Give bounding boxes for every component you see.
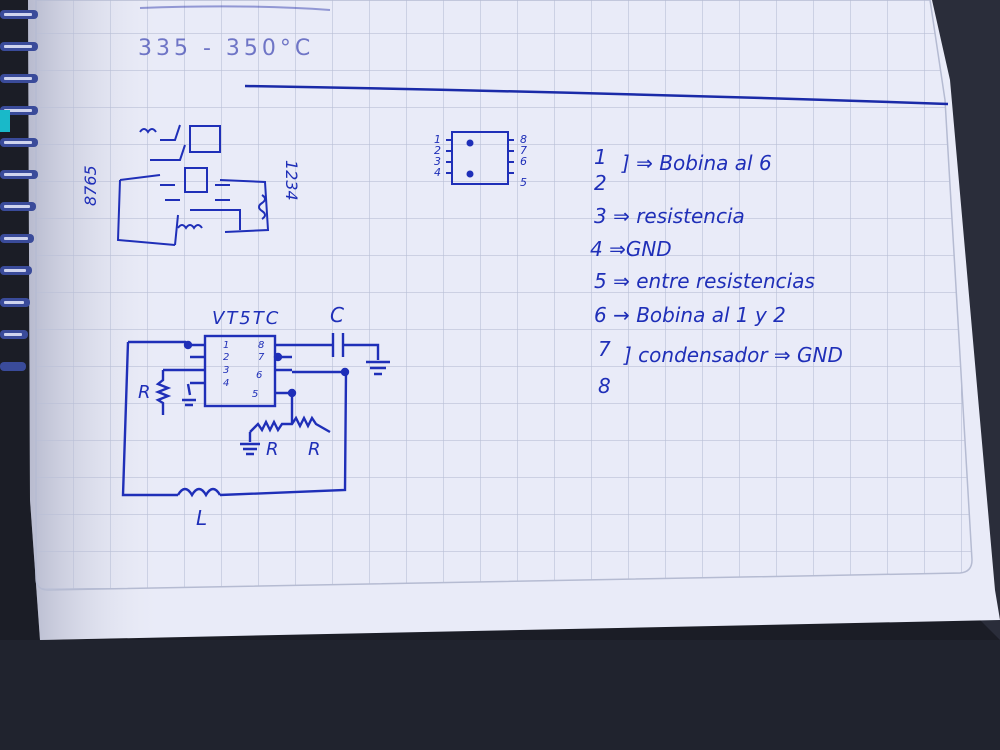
pin-2-label: 2 bbox=[594, 171, 607, 195]
sketch-pins-left: 8765 bbox=[81, 165, 100, 206]
svg-text:1: 1 bbox=[223, 340, 229, 351]
ic-pin-5: 5 bbox=[520, 176, 527, 189]
svg-text:8: 8 bbox=[258, 340, 264, 351]
sketch-pins-right: 1234 bbox=[282, 160, 301, 201]
svg-text:4: 4 bbox=[223, 378, 229, 389]
main-schematic bbox=[121, 333, 390, 498]
svg-text:3: 3 bbox=[223, 365, 229, 376]
resistor-label-mid: R bbox=[266, 439, 279, 460]
ic-pin-6: 6 bbox=[520, 155, 527, 168]
svg-text:7: 7 bbox=[258, 352, 265, 363]
pin-1-label: 1 bbox=[594, 145, 607, 169]
grid-area bbox=[35, 0, 973, 591]
ic-pin-7: 7 bbox=[520, 144, 527, 157]
svg-text:2: 2 bbox=[223, 352, 229, 363]
coil-label: L bbox=[196, 506, 207, 530]
ic-outline: 1 2 3 4 8 7 6 5 bbox=[434, 131, 527, 189]
chip-pin-numbers: 1 2 3 4 8 7 6 5 bbox=[223, 340, 265, 400]
resistor-label-right: R bbox=[308, 439, 321, 460]
pin-3-note: 3 ⇒ resistencia bbox=[594, 204, 745, 228]
ic-pin-2: 2 bbox=[434, 144, 441, 157]
capacitor-label: C bbox=[330, 303, 344, 327]
pin-4-note: 4 ⇒GND bbox=[590, 237, 672, 261]
pin-8-label: 8 bbox=[598, 374, 611, 398]
chip-title: VT5TC bbox=[212, 308, 280, 329]
svg-text:6: 6 bbox=[256, 370, 262, 381]
pin-map-notes: 1 2 ] ⇒ Bobina al 6 3 ⇒ resistencia 4 ⇒G… bbox=[590, 145, 843, 398]
temperature-note: 335 - 350°C bbox=[138, 36, 314, 61]
ic-pin-8: 8 bbox=[520, 133, 527, 146]
resistor-label-left: R bbox=[138, 382, 151, 403]
pin-6-note: 6 → Bobina al 1 y 2 bbox=[594, 303, 786, 327]
svg-text:5: 5 bbox=[252, 389, 258, 400]
pin-7-8-note: ] condensador ⇒ GND bbox=[623, 343, 843, 367]
ic-pin-4: 4 bbox=[434, 166, 441, 179]
ic-pin-1: 1 bbox=[434, 133, 441, 146]
small-circuit-sketch bbox=[116, 124, 270, 246]
pin-1-2-note: ] ⇒ Bobina al 6 bbox=[621, 151, 772, 175]
pin-5-note: 5 ⇒ entre resistencias bbox=[594, 269, 815, 293]
spiral-binding bbox=[0, 10, 38, 371]
ic-pin-3: 3 bbox=[434, 155, 441, 168]
pin-7-label: 7 bbox=[598, 337, 611, 361]
divider-line bbox=[244, 84, 949, 106]
